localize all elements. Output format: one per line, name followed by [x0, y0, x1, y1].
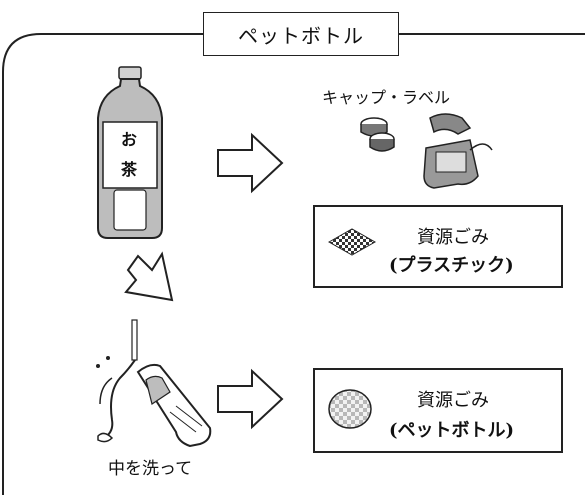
arrow-down-icon — [124, 251, 174, 302]
arrow-right-icon — [217, 132, 284, 194]
washing-bottle-icon — [96, 319, 212, 448]
petbottle-box-line1: 資源ごみ — [417, 390, 489, 411]
cap-label-text: キャップ・ラベル — [322, 88, 451, 107]
wash-label-text: 中を洗って — [108, 459, 193, 479]
plastic-waste-box: 資源ごみ (プラスチック) — [313, 205, 563, 288]
bottle-label-char-2: 茶 — [121, 160, 138, 179]
plastic-box-line1: 資源ごみ — [417, 227, 489, 248]
petbottle-box-line2: (ペットボトル) — [389, 420, 515, 441]
tea-bottle-icon — [97, 66, 163, 239]
petbottle-mark-icon — [328, 389, 372, 429]
bottle-label-char-1: お — [121, 130, 138, 149]
petbottle-waste-box: 資源ごみ (ペットボトル) — [313, 368, 563, 453]
bottle-caps-icon — [360, 117, 395, 152]
outer-frame — [2, 33, 585, 495]
plastic-mark-icon — [327, 228, 377, 256]
arrow-right-icon — [217, 368, 284, 430]
plastic-box-line2: (プラスチック) — [389, 255, 514, 276]
page-title: ペットボトル — [203, 12, 399, 56]
bottle-label-icon — [423, 113, 493, 189]
